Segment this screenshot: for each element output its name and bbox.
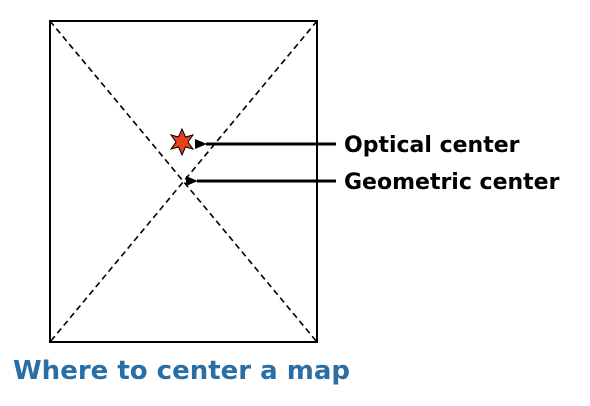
diagram-caption: Where to center a map bbox=[13, 356, 351, 386]
starburst-icon bbox=[169, 127, 195, 157]
optical-center-label: Optical center bbox=[344, 133, 520, 158]
geometric-center-label: Geometric center bbox=[344, 170, 560, 195]
